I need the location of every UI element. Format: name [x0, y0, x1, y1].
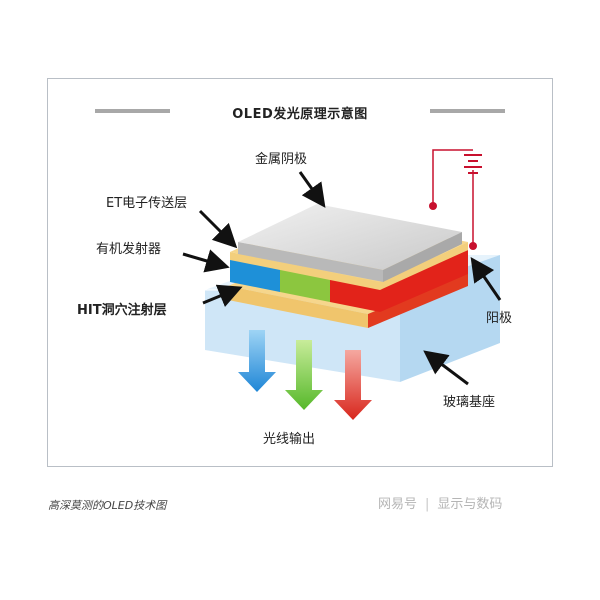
label-anode: 阳极 [486, 311, 512, 326]
blue-light-arrow [238, 330, 276, 392]
power-circuit [432, 149, 482, 245]
label-hit-layer: HIT洞穴注射层 [77, 302, 167, 318]
arrow-cathode [298, 171, 326, 208]
title-bar-right [430, 109, 505, 113]
label-cathode: 金属阴极 [255, 151, 307, 167]
watermark-separator: | [425, 497, 430, 512]
red-light-arrow [334, 350, 372, 420]
label-glass: 玻璃基座 [443, 395, 495, 410]
watermark-source: 网易号 [378, 497, 418, 512]
arrow-glass [423, 350, 469, 386]
arrow-et-layer [198, 209, 238, 249]
diagram-title: OLED发光原理示意图 [232, 107, 368, 122]
anode-terminal [469, 242, 477, 250]
watermark: 网易号 | 显示与数码 [378, 493, 502, 512]
label-et-layer: ET电子传送层 [106, 196, 187, 211]
image-caption: 高深莫测的OLED技术图 [48, 499, 167, 512]
label-emitter: 有机发射器 [96, 241, 161, 257]
title-bar-left [95, 109, 170, 113]
label-light-output: 光线输出 [263, 431, 315, 447]
green-light-arrow [285, 340, 323, 410]
metal-cathode [238, 204, 462, 282]
cathode-terminal [429, 202, 437, 210]
watermark-channel: 显示与数码 [437, 497, 503, 512]
arrow-hit-layer [202, 284, 243, 307]
arrow-emitter [182, 249, 230, 273]
arrow-anode [470, 257, 502, 301]
